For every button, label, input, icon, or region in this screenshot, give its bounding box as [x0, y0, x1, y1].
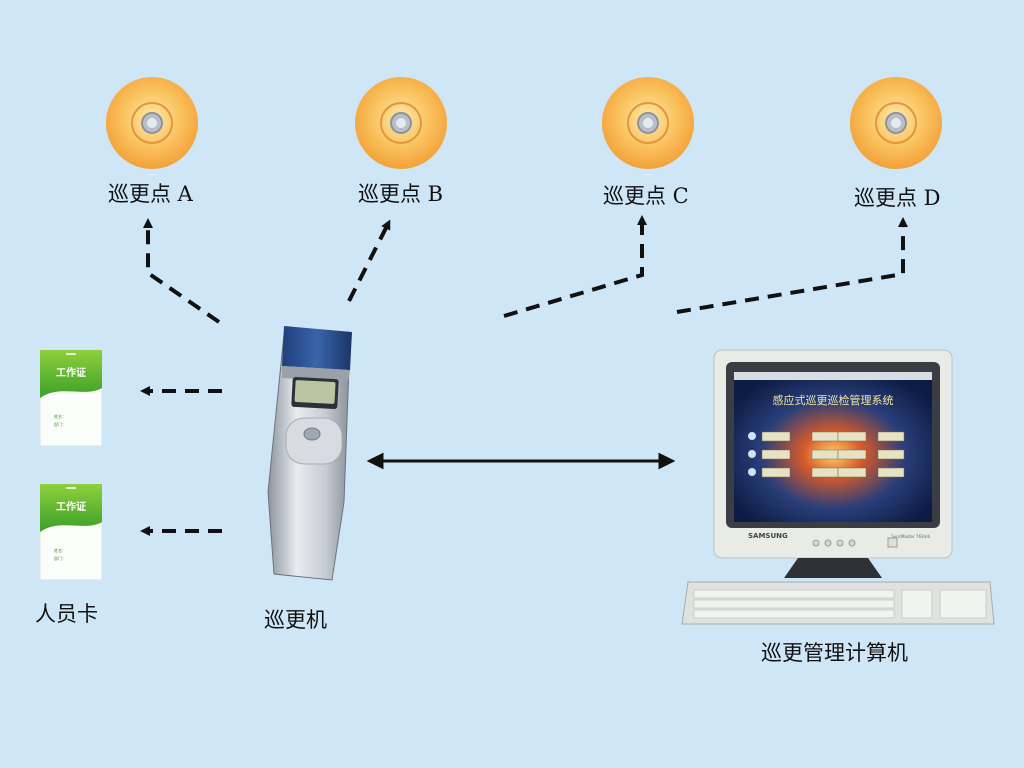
- checkpoint-a-label: 巡更点 A: [108, 182, 193, 206]
- arrow-to-checkpoint-c: [503, 215, 647, 318]
- svg-text:部门：: 部门：: [54, 421, 66, 427]
- arrow-to-checkpoint-b: [347, 219, 391, 302]
- patrol-reader-device: [267, 326, 352, 581]
- personnel-card-2: 工作证 姓名： 部门：: [40, 484, 102, 580]
- checkpoint-c-disc: [602, 77, 694, 169]
- management-computer-label: 巡更管理计算机: [761, 641, 908, 665]
- svg-text:姓名：: 姓名：: [54, 547, 66, 553]
- monitor-brand: SAMSUNG: [748, 532, 788, 540]
- checkpoint-a-disc: [106, 77, 198, 169]
- personnel-card-1: 工作证 姓名： 部门：: [40, 350, 102, 446]
- svg-text:SyncMaster 763mb: SyncMaster 763mb: [891, 534, 930, 539]
- svg-text:姓名：: 姓名：: [54, 413, 66, 419]
- checkpoint-b-disc: [355, 77, 447, 169]
- arrow-to-checkpoint-d: [676, 217, 908, 314]
- personnel-card-label: 人员卡: [35, 602, 98, 626]
- svg-text:部门：: 部门：: [54, 555, 66, 561]
- screen-title: 感应式巡更巡检管理系统: [773, 393, 894, 407]
- card-title: 工作证: [56, 500, 86, 513]
- patrol-reader-label: 巡更机: [264, 608, 327, 632]
- checkpoint-d-label: 巡更点 D: [854, 186, 941, 210]
- checkpoint-d-disc: [850, 77, 942, 169]
- checkpoint-b-label: 巡更点 B: [358, 182, 444, 206]
- management-computer: 感应式巡更巡检管理系统 SAMSUNG SyncMaster 763mb: [681, 349, 995, 625]
- card-title: 工作证: [56, 366, 86, 379]
- arrow-to-checkpoint-a: [143, 218, 221, 324]
- checkpoint-c-label: 巡更点 C: [603, 184, 689, 208]
